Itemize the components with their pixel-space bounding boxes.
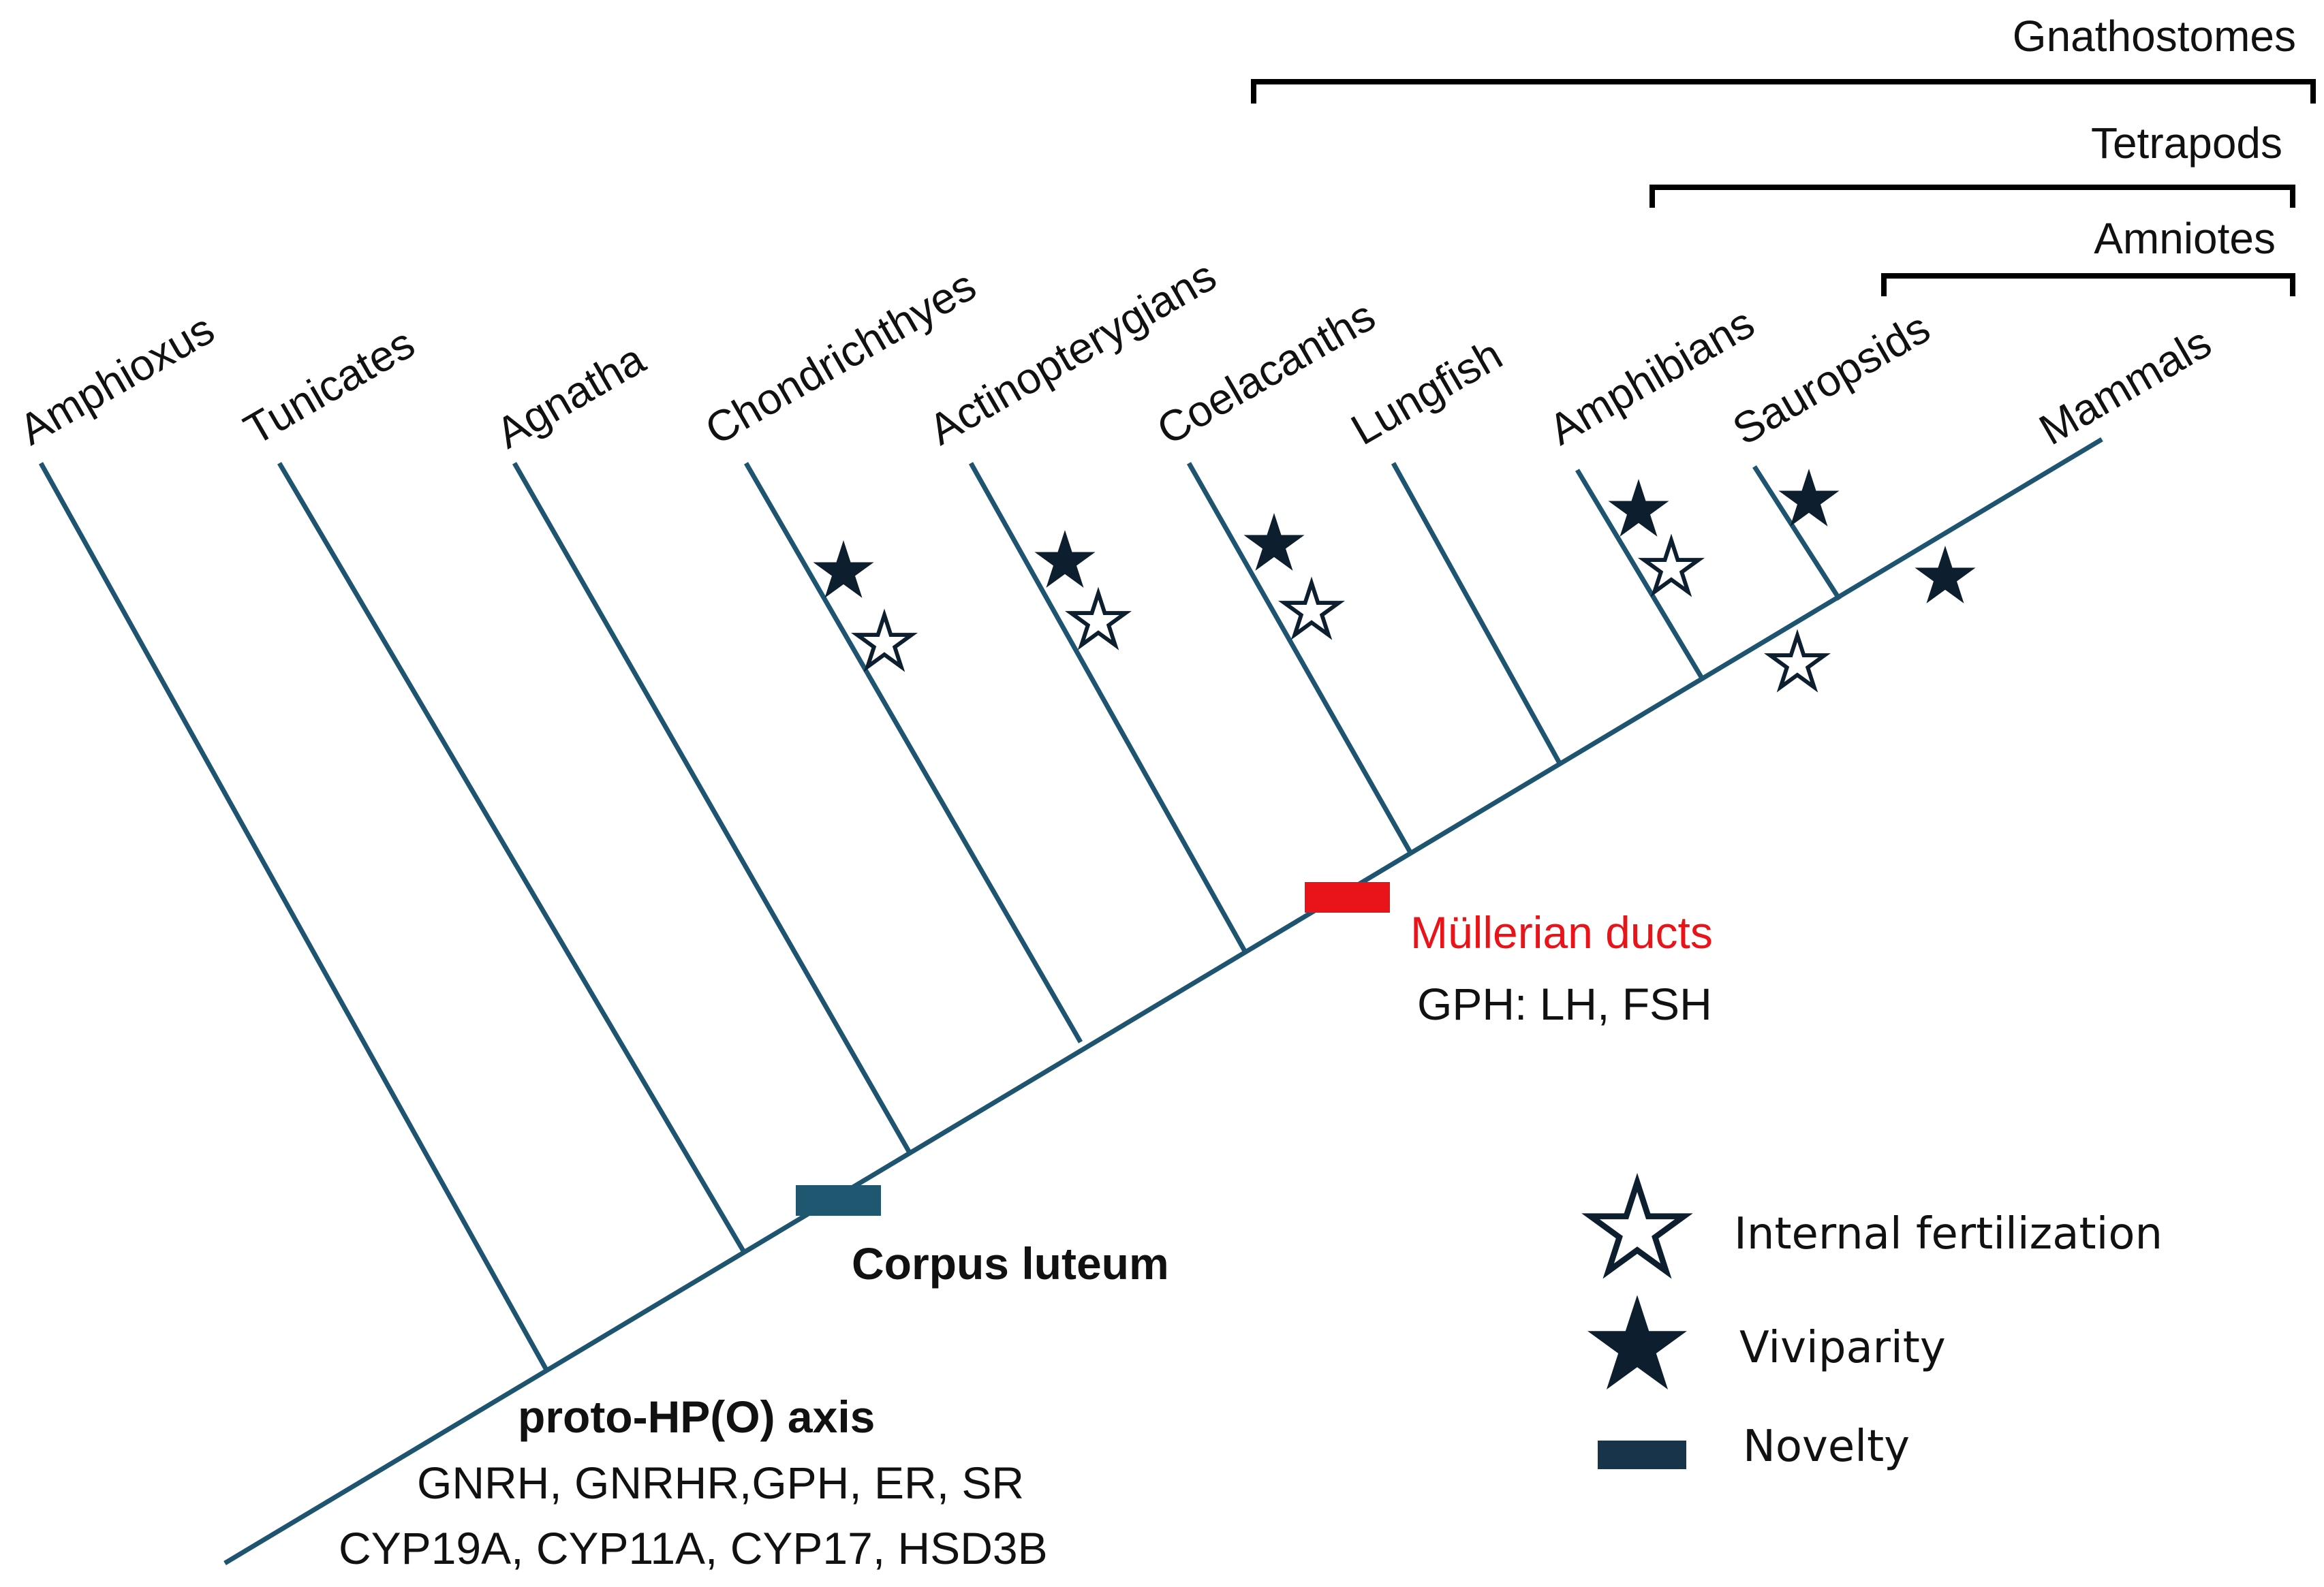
amniotes-label: Amniotes [2094,214,2276,263]
corpus-luteum-label: Corpus luteum [852,1238,1169,1289]
taxon-label-lungfish: Lungfish [1343,330,1510,454]
branch-coelacanths [1186,462,1414,856]
internal-fertilization-star-icon [1071,593,1126,645]
trunk-branch [223,437,2103,1566]
mullerian-ducts-label: Müllerian ducts [1410,907,1713,958]
internal-fertilization-star-icon [1644,540,1699,592]
viviparity-star-icon [1036,532,1094,586]
branch-actinopterygians [968,462,1249,955]
amniotes-bracket [1881,273,2295,296]
gnathostomes-bracket [1251,79,2316,104]
legend-viviparity-label: Viviparity [1739,1323,1946,1373]
proto-hpo-axis-genes-line1: GNRH, GNRHR,GPH, ER, SR [417,1458,1024,1508]
tetrapods-label: Tetrapods [2091,119,2282,168]
corpus-luteum-novelty-bar [796,1185,881,1216]
branch-chondrichthyes [743,462,1083,1043]
internal-fertilization-star-icon [1770,635,1825,687]
taxon-label-mammals: Mammals [2031,317,2219,454]
proto-hpo-axis-title: proto-HP(O) axis [518,1392,875,1442]
branch-agnatha [512,462,913,1155]
mullerian-ducts-novelty-bar [1305,882,1390,913]
internal-fertilization-star-icon [1284,583,1339,635]
branch-sauropsids [1752,465,1842,601]
branch-lungfish [1391,462,1564,767]
legend-viviparity-star-icon [1591,1298,1684,1387]
taxon-label-tunicates: Tunicates [236,318,422,454]
branch-amphioxus [38,462,550,1372]
legend-internal-fertilization-label: Internal fertilization [1734,1209,2163,1259]
internal-fertilization-star-icon [857,615,912,667]
gnathostomes-label: Gnathostomes [2013,12,2296,61]
viviparity-star-icon [815,542,872,597]
branch-tunicates [277,462,747,1255]
mullerian-ducts-sublabel: GPH: LH, FSH [1417,979,1712,1029]
legend-novelty-bar-icon [1598,1441,1686,1469]
tetrapods-bracket [1649,185,2295,208]
taxon-label-amphibians: Amphibians [1540,298,1763,455]
proto-hpo-axis-genes-line2: CYP19A, CYP11A, CYP17, HSD3B [339,1523,1048,1573]
legend: Internal fertilization Viviparity Novelt… [1591,1182,2163,1472]
branch-amphibians [1575,469,1706,682]
viviparity-star-icon [1245,515,1303,569]
legend-novelty-label: Novelty [1743,1421,1910,1472]
viviparity-star-icon [1917,548,1974,602]
taxon-label-sauropsids: Sauropsids [1724,303,1938,454]
legend-internal-fertilization-star-icon [1591,1182,1684,1271]
viviparity-star-icon [1610,481,1667,535]
taxon-label-agnatha: Agnatha [488,334,653,458]
taxon-label-amphioxus: Amphioxus [11,304,222,454]
